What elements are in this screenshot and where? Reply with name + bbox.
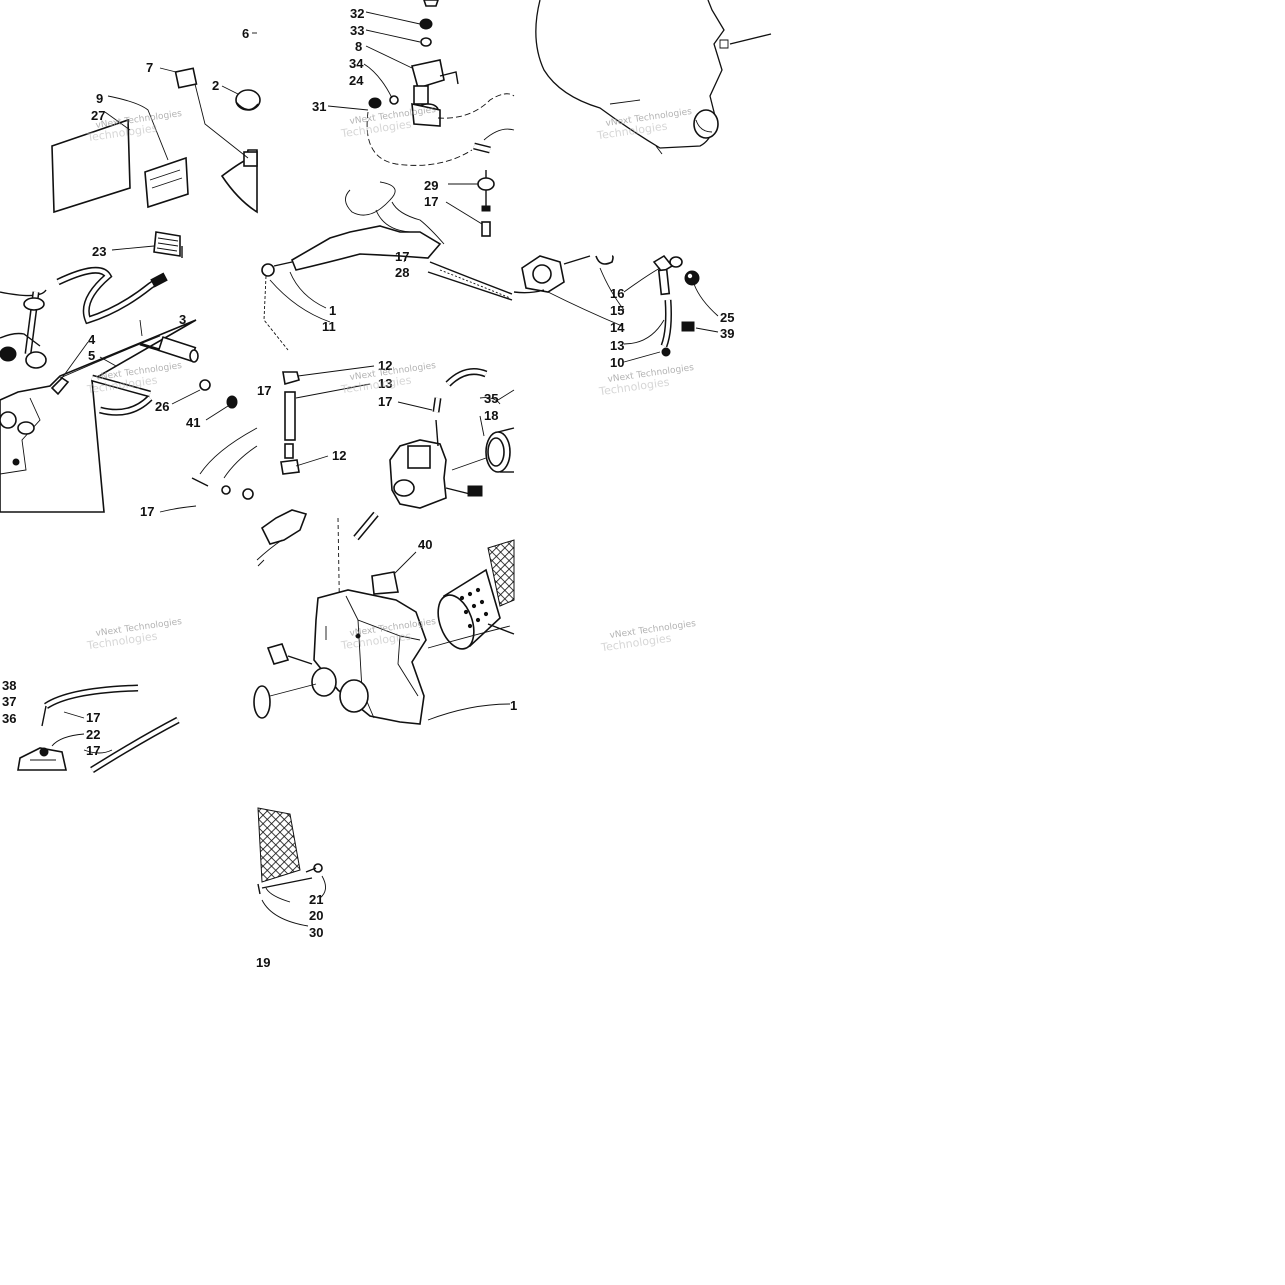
callout-label: 16 xyxy=(610,286,624,301)
air-silencer-box xyxy=(313,589,427,725)
tile-oil-lines xyxy=(17,684,180,773)
watermark: vNext Technologies Technologies xyxy=(599,619,696,654)
callout-label: 6 xyxy=(242,26,249,41)
callout-label: 26 xyxy=(155,399,169,414)
callout-labels: 6 32 33 8 34 24 31 7 2 9 27 23 29 17 17 … xyxy=(2,6,734,970)
tank-neck xyxy=(243,151,258,167)
decal-40 xyxy=(371,571,399,595)
callout-label: 2 xyxy=(212,78,219,93)
callout-label: 39 xyxy=(720,326,734,341)
tank-body-lower xyxy=(0,319,197,513)
callout-label: 13 xyxy=(610,338,624,353)
callout-label: 28 xyxy=(395,265,409,280)
round-fitting xyxy=(25,351,47,369)
callout-label: 34 xyxy=(349,56,364,71)
hose-left xyxy=(0,289,47,297)
callout-label: 33 xyxy=(350,23,364,38)
callout-label: 14 xyxy=(610,320,625,335)
tank-cap xyxy=(235,89,261,111)
tile-silencer-screen xyxy=(257,807,326,927)
callout-label: 10 xyxy=(610,355,624,370)
tile-oil-tank-area xyxy=(0,32,261,513)
callout-label: 23 xyxy=(92,244,106,259)
callout-label: 17 xyxy=(86,743,100,758)
fitting-39 xyxy=(681,321,695,332)
callout-label: 8 xyxy=(355,39,362,54)
callout-label: 12 xyxy=(332,448,346,463)
callout-label: 1 xyxy=(510,698,517,713)
callout-label: 17 xyxy=(378,394,392,409)
callout-label: 25 xyxy=(720,310,734,325)
callout-label: 1 xyxy=(329,303,336,318)
callout-label: 22 xyxy=(86,727,100,742)
callout-label: 24 xyxy=(349,73,364,88)
callout-label: 27 xyxy=(91,108,105,123)
watermark: vNext Technologies Technologies xyxy=(85,617,182,652)
decal-small xyxy=(144,156,189,209)
watermark: vNext Technologies Technologies xyxy=(595,107,692,142)
callout-label: 19 xyxy=(256,955,270,970)
callout-label: 13 xyxy=(378,376,392,391)
mesh-screen xyxy=(257,807,301,883)
callout-label: 29 xyxy=(424,178,438,193)
callout-label: 31 xyxy=(312,99,326,114)
callout-label: 5 xyxy=(88,348,95,363)
inline-filter xyxy=(477,177,495,191)
tile-fuel-pump-carburetor xyxy=(261,0,515,509)
callout-label: 15 xyxy=(610,303,624,318)
callout-label: 9 xyxy=(96,91,103,106)
callout-label: 17 xyxy=(257,383,271,398)
callout-label: 17 xyxy=(86,710,100,725)
callout-label: 18 xyxy=(484,408,498,423)
callout-label: 40 xyxy=(418,537,432,552)
tile-air-silencer xyxy=(253,509,515,725)
cable-housing xyxy=(291,225,442,271)
callout-label: 37 xyxy=(2,694,16,709)
callout-label: 41 xyxy=(186,415,200,430)
fuel-pump-bracket xyxy=(411,59,445,90)
callout-label: 17 xyxy=(395,249,409,264)
callout-label: 17 xyxy=(140,504,154,519)
callout-label: 12 xyxy=(378,358,392,373)
callout-label: 21 xyxy=(309,892,323,907)
callout-label: 3 xyxy=(179,312,186,327)
callout-label: 4 xyxy=(88,332,96,347)
callout-label: 35 xyxy=(484,391,498,406)
callout-label: 11 xyxy=(322,319,336,334)
part-7-tag xyxy=(174,67,198,89)
callout-label: 36 xyxy=(2,711,16,726)
mesh-screen-top xyxy=(487,539,515,607)
callout-label: 20 xyxy=(309,908,323,923)
decal-large xyxy=(51,118,131,214)
callout-label: 30 xyxy=(309,925,323,940)
callout-label: 7 xyxy=(146,60,153,75)
tile-engine-fuel-tank xyxy=(513,0,772,363)
fuel-hose xyxy=(284,391,296,441)
oil-pump-partial xyxy=(17,747,67,771)
callout-label: 32 xyxy=(350,6,364,21)
callout-label: 17 xyxy=(424,194,438,209)
callout-label: 38 xyxy=(2,678,16,693)
